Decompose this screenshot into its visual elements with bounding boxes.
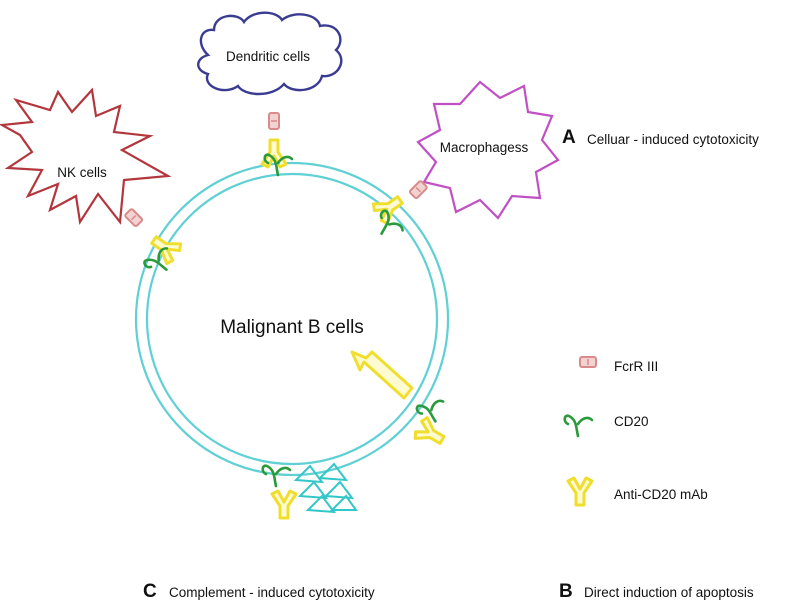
dendritic-fcr	[268, 112, 280, 130]
mechanism-a-letter: A	[562, 127, 576, 148]
mechanism-c-label: Complement - induced cytotoxicity	[169, 585, 375, 600]
mechanism-a-label: Celluar - induced cytotoxicity	[587, 132, 759, 147]
cell-membrane	[134, 161, 450, 477]
malignant-b-cells-label: Malignant B cells	[220, 317, 364, 338]
legend-cd20-label: CD20	[614, 414, 649, 429]
legend-fcr-icon	[579, 356, 597, 368]
complement-antibody	[270, 489, 298, 520]
mechanism-b-label: Direct induction of apoptosis	[584, 585, 754, 600]
apoptosis-arrow	[350, 350, 414, 400]
legend: FcrR III CD20 Anti-CD20 mAb	[563, 356, 708, 507]
legend-cd20-icon	[563, 414, 594, 438]
nk-cell: NK cells	[0, 87, 172, 226]
legend-antibody-icon	[566, 476, 594, 507]
dendritic-cell: Dendritic cells	[197, 11, 343, 96]
mechanism-b-letter: B	[559, 581, 573, 602]
complement-proteins	[293, 462, 358, 514]
dendritic-cells-label: Dendritic cells	[226, 49, 310, 64]
nk-fcr	[123, 207, 144, 228]
macrophage-cd20	[370, 208, 407, 244]
legend-antibody-label: Anti-CD20 mAb	[614, 487, 708, 502]
mechanism-c-letter: C	[143, 581, 157, 602]
apoptosis-antibody	[411, 414, 450, 452]
macrophage-cell: Macrophagess	[416, 80, 560, 220]
legend-fcr-label: FcrR III	[614, 359, 658, 374]
nk-cells-label: NK cells	[57, 165, 107, 180]
macrophage-label: Macrophagess	[440, 140, 529, 155]
